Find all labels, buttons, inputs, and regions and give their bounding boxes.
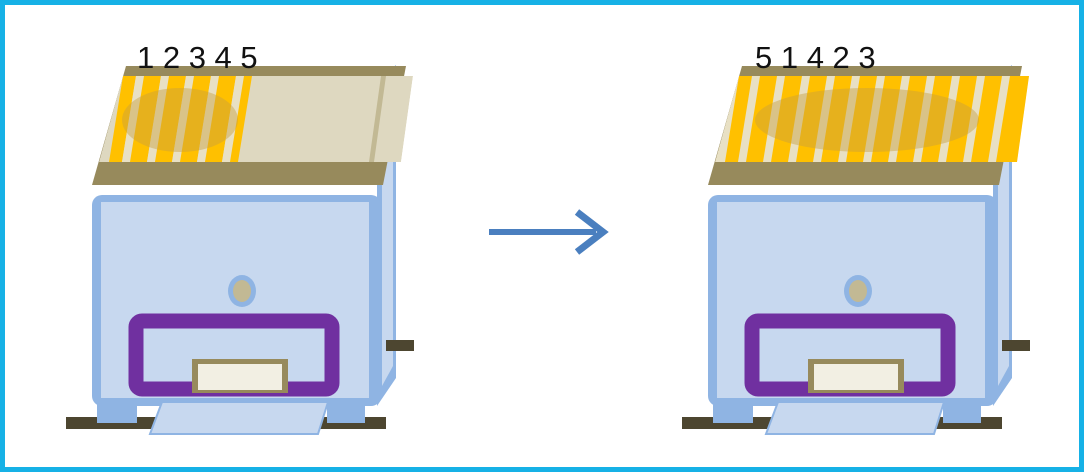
sequence-label-after: 5 1 4 2 3	[755, 40, 876, 75]
sequence-label-before: 1 2 3 4 5	[137, 40, 258, 75]
device-before	[66, 65, 414, 434]
reagent-slots-filled	[109, 76, 252, 162]
device-after	[682, 65, 1032, 434]
highlight-oval	[122, 88, 238, 152]
lid-inner	[99, 76, 413, 162]
transition-arrow	[489, 209, 609, 255]
lid-inner	[715, 76, 1029, 162]
reagent-slots-filled	[725, 76, 1029, 162]
highlight-oval	[755, 88, 979, 152]
